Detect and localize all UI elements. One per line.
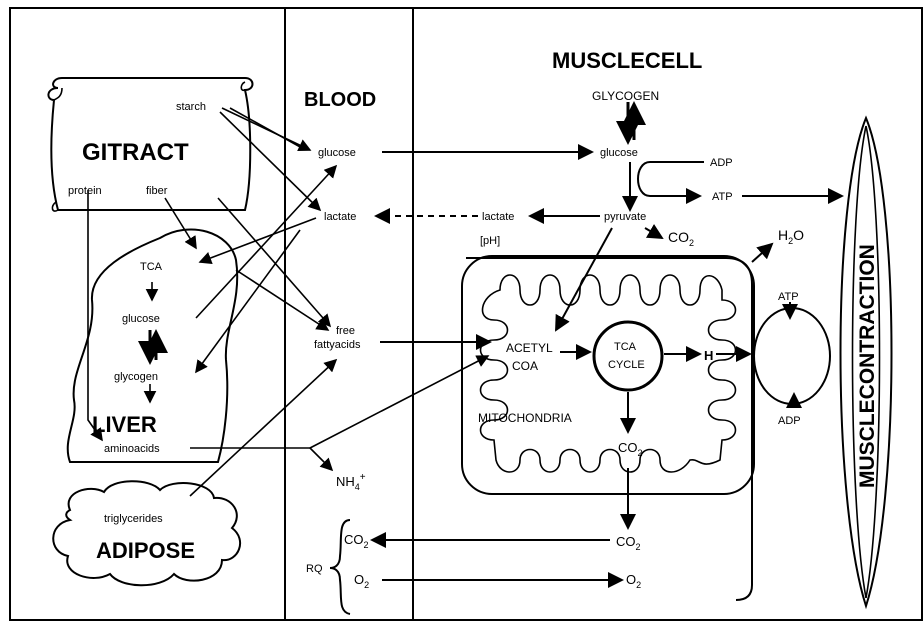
liver-title: LIVER <box>92 412 157 437</box>
adipose-shape <box>52 480 242 587</box>
muscle-contraction-spindle <box>839 115 893 610</box>
starch-label: starch <box>176 101 206 113</box>
pyruvate-label: pyruvate <box>604 211 646 223</box>
glucose-muscle-label: glucose <box>600 147 638 159</box>
lactate-muscle-label: lactate <box>482 211 514 223</box>
ph-label: [pH] <box>480 235 500 247</box>
mitochondria-shape <box>461 255 755 495</box>
h-mito-label: H <box>704 348 713 363</box>
glucose-liver-label: glucose <box>122 313 160 325</box>
protein-label: protein <box>68 185 102 197</box>
adp-top-label: ADP <box>710 157 733 169</box>
tca-liver-label: TCA <box>140 261 163 273</box>
mitochondria-cristae <box>479 274 737 473</box>
atp-top-label: ATP <box>712 191 733 203</box>
glycogen-muscle-label: GLYCOGEN <box>592 89 659 103</box>
spindle-inner-left <box>851 125 867 599</box>
arrows <box>87 101 844 588</box>
triglycerides-label: triglycerides <box>104 513 163 525</box>
liver-shape <box>66 228 239 463</box>
fiber-label: fiber <box>146 185 168 197</box>
atp-adp-ring <box>753 307 831 405</box>
o2-rq-label: O2 <box>354 572 369 590</box>
h2o-label: H2O <box>778 227 804 246</box>
amino-acids-label: aminoacids <box>104 443 160 455</box>
adp-cycle-label: ADP <box>778 415 801 427</box>
co2-rq-label: CO2 <box>344 532 369 550</box>
spindle-inner-right <box>865 125 881 599</box>
tca-label: TCA <box>614 341 637 353</box>
co2-cell-label: CO2 <box>616 534 641 552</box>
rq-brace <box>329 519 351 615</box>
muscle-cell-outline <box>466 257 753 601</box>
glucose-blood-label: glucose <box>318 147 356 159</box>
fatty-acids-label: fattyacids <box>314 339 361 351</box>
free-label: free <box>336 325 355 337</box>
tca-cycle-circle <box>592 320 664 392</box>
muscle-contraction-label: MUSCLECONTRACTION <box>856 244 879 488</box>
cycle-label: CYCLE <box>608 359 645 371</box>
frame <box>9 7 923 621</box>
atp-cycle-label: ATP <box>778 291 799 303</box>
nh4-label: NH4+ <box>336 472 366 492</box>
blood-title: BLOOD <box>304 89 376 111</box>
mitochondria-label: MITOCHONDRIA <box>478 411 572 425</box>
coa-label: COA <box>512 359 538 373</box>
glycogen-liver-label: glycogen <box>114 371 158 383</box>
gi-tract-title: GITRACT <box>82 139 189 166</box>
adipose-title: ADIPOSE <box>96 538 195 563</box>
acetyl-label: ACETYL <box>506 341 553 355</box>
gi-tract-shape <box>47 77 254 212</box>
o2-cell-label: O2 <box>626 572 641 590</box>
rq-label: RQ <box>306 563 323 575</box>
lactate-blood-label: lactate <box>324 211 356 223</box>
co2-top-label: CO2 <box>668 229 694 248</box>
muscle-cell-title: MUSCLECELL <box>552 48 702 73</box>
co2-mito-label: CO2 <box>618 440 643 458</box>
